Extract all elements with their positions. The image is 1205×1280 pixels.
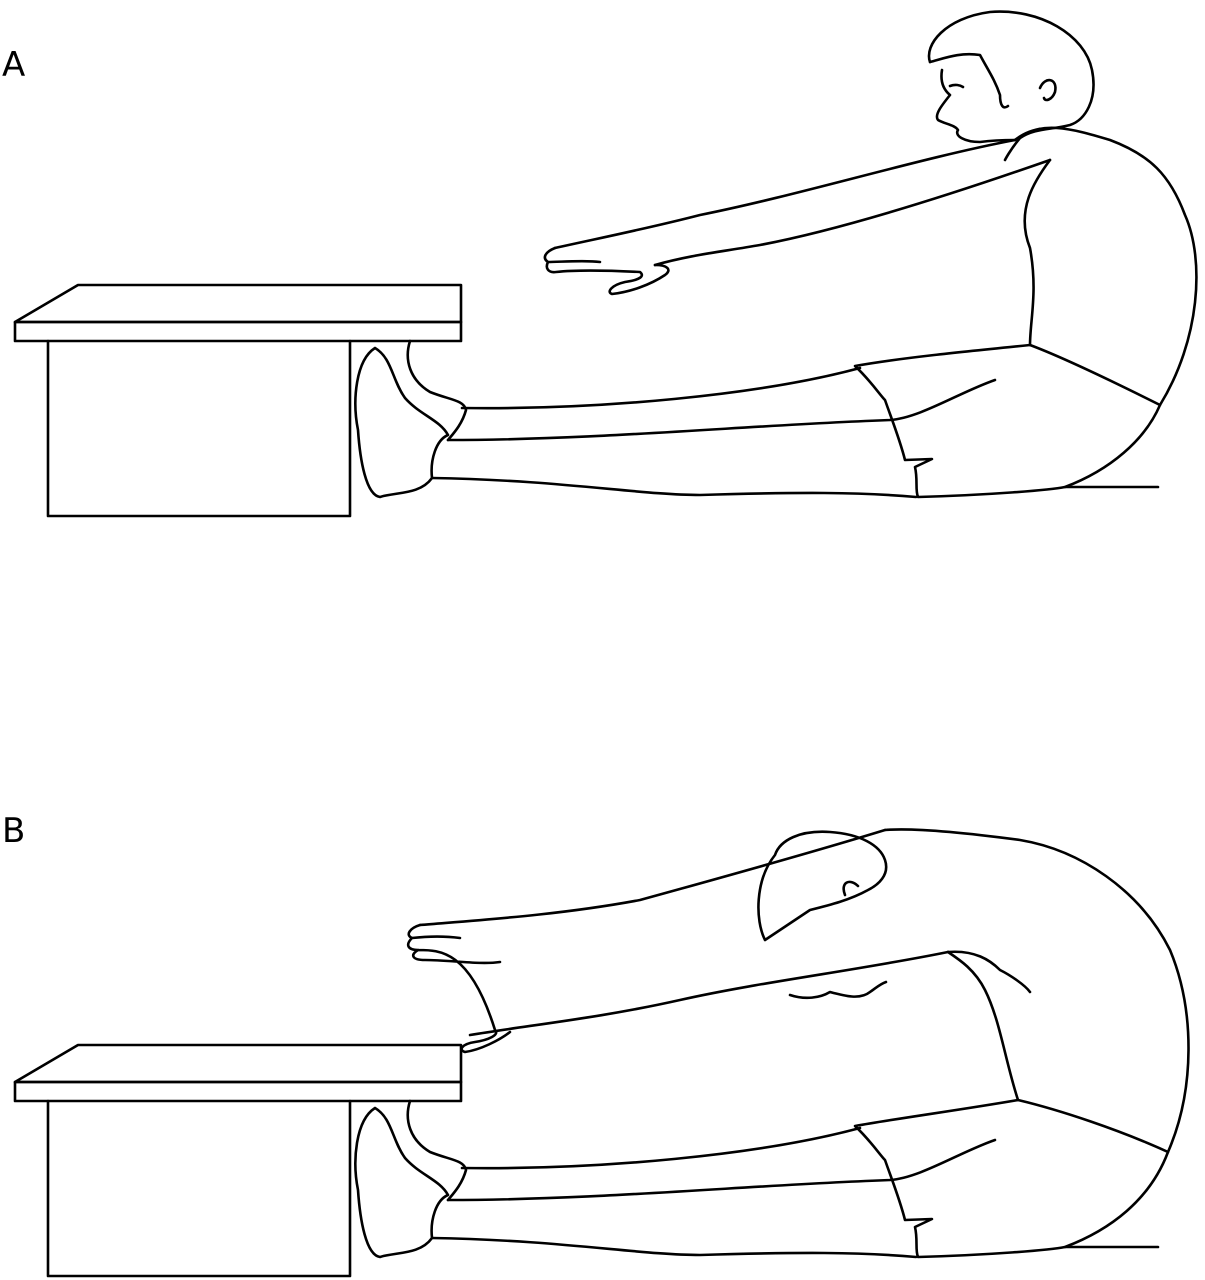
left-foot [406,1099,468,1202]
box-top-edge [13,1080,463,1103]
sit-and-reach-box [13,283,463,518]
hair-and-back-of-head [927,10,1095,162]
arms [406,828,950,1054]
panel-label-a: A [2,45,26,85]
hands [406,923,512,1054]
panel-b: B [0,760,1205,1280]
right-foot [354,346,450,499]
lower-leg-line [430,476,918,499]
upper-arm-line [418,828,887,927]
feet [354,339,468,499]
feet [354,1099,468,1259]
back-of-head [757,830,888,942]
head [927,10,1095,162]
hairline [928,52,1010,109]
legs [430,1126,997,1259]
legs [430,366,997,499]
box-body [46,1099,352,1278]
head [757,830,888,1000]
upper-leg-line [460,366,862,410]
left-foot [406,339,468,442]
lower-arm-line [468,950,950,1037]
lower-arm-line [653,158,1052,267]
lower-leg-line [430,1236,918,1259]
panel-label-b: B [2,811,26,851]
panel-a: A [0,0,1205,560]
box-body [46,339,352,518]
hands [543,246,670,296]
calf-line [446,1138,997,1202]
arms [543,138,1052,296]
torso [883,828,1190,1154]
box-top-plate [13,1043,463,1084]
right-foot [354,1106,450,1259]
upper-leg-line [460,1126,862,1170]
ear [1038,78,1057,102]
shorts [853,343,1162,499]
box-top-edge [13,320,463,343]
upper-arm-line [553,138,1017,250]
eye [948,83,965,89]
sit-and-reach-upright-figure [13,10,1198,518]
shoulder-detail [946,950,1032,994]
box-top-plate [13,283,463,324]
face-down [788,980,888,1000]
ear [842,880,860,897]
calf-line [446,378,997,442]
face-profile [935,68,1017,144]
sit-and-reach-forward-figure [13,828,1190,1278]
sit-and-reach-box [13,1043,463,1278]
torso [1013,126,1198,407]
